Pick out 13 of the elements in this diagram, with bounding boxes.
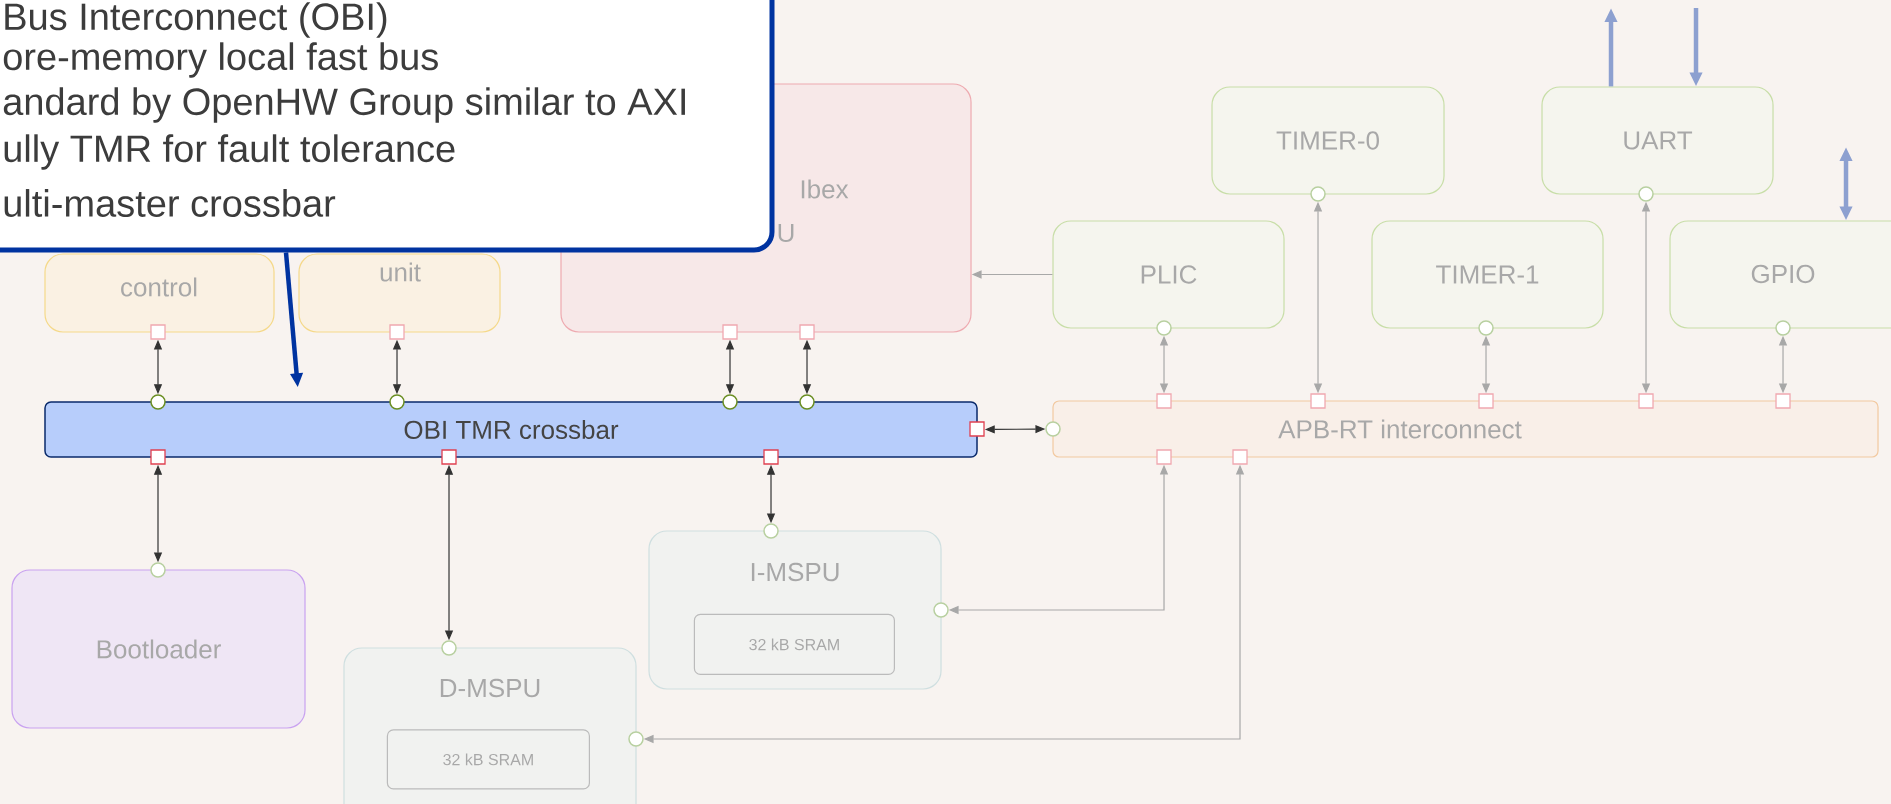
crossbar-bar: OBI TMR crossbar bbox=[44, 401, 978, 458]
block-box: control bbox=[44, 253, 275, 333]
sram-box: 32 kB SRAM bbox=[386, 729, 590, 790]
sram-box: 32 kB SRAM bbox=[693, 613, 895, 675]
block-box: TIMER-1 bbox=[1371, 220, 1604, 329]
block-box: TIMER-0 bbox=[1211, 86, 1445, 195]
block-box: UART bbox=[1541, 86, 1774, 195]
block-box: unit bbox=[298, 253, 501, 333]
block-box: GPIO bbox=[1669, 220, 1891, 329]
block-box: PLIC bbox=[1052, 220, 1285, 329]
interconnect-bar: APB-RT interconnect bbox=[1052, 400, 1879, 458]
block-box: Bootloader bbox=[11, 569, 306, 729]
info-tooltip: Bus Interconnect (OBI) ore-memory local fast bus andard by OpenHW Group similar to AXI ully TMR for fault tolerance ulti-master crossbar bbox=[0, 0, 775, 253]
